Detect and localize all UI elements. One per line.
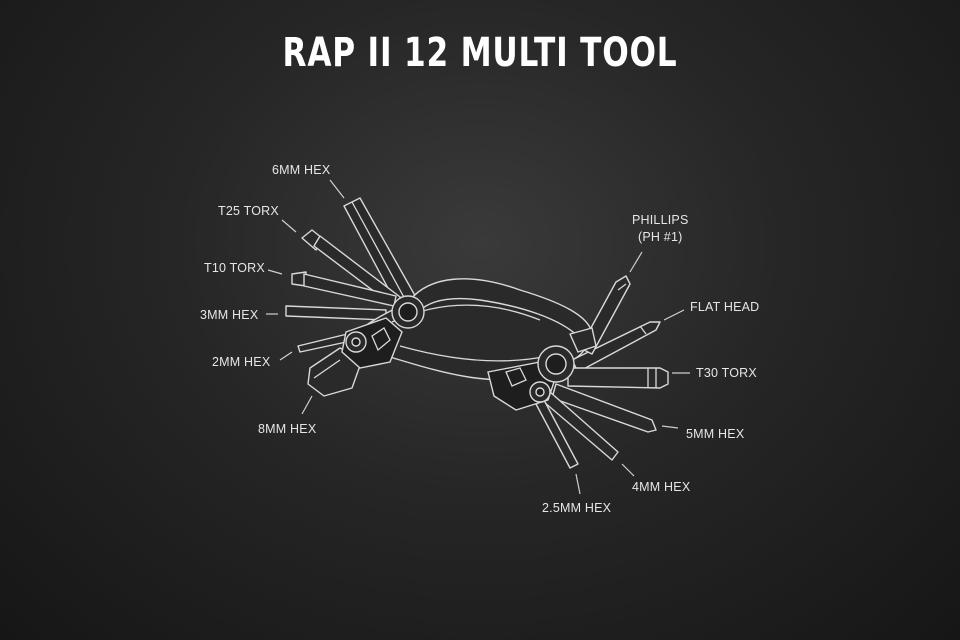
label-t25-torx: T25 TORX xyxy=(218,204,279,218)
label-flat-head: FLAT HEAD xyxy=(690,300,759,314)
leader-phillips xyxy=(629,251,643,273)
label-3mm-hex: 3MM HEX xyxy=(200,308,259,322)
leader-lines xyxy=(266,179,690,495)
label-5mm-hex: 5MM HEX xyxy=(686,427,745,441)
label-phillips: PHILLIPS xyxy=(632,213,689,227)
label-6mm-hex: 6MM HEX xyxy=(272,163,331,177)
label-t10-torx: T10 TORX xyxy=(204,261,265,275)
t25-torx-bit xyxy=(301,229,405,309)
label-phillips-size: (PH #1) xyxy=(638,230,682,244)
leader-t25-torx xyxy=(281,219,297,233)
label-8mm-hex: 8MM HEX xyxy=(258,422,317,436)
right-pivot xyxy=(487,327,597,411)
t30-torx-bit xyxy=(567,367,669,389)
left-pivot xyxy=(341,295,425,369)
label-4mm-hex: 4MM HEX xyxy=(632,480,691,494)
8mm-hex-key xyxy=(307,347,363,397)
label-2-5mm-hex: 2.5MM HEX xyxy=(542,501,612,515)
label-t30-torx: T30 TORX xyxy=(696,366,757,380)
3mm-hex-key xyxy=(285,305,387,321)
leader-2mm-hex xyxy=(279,351,293,361)
leader-2-5mm-hex xyxy=(575,473,581,495)
leader-8mm-hex xyxy=(301,395,313,415)
page-title: RAP II 12 MULTI TOOL xyxy=(282,30,678,76)
labels: 6MM HEX T25 TORX T10 TORX 3MM HEX 2MM HE… xyxy=(200,163,759,515)
leader-6mm-hex xyxy=(329,179,345,199)
multitool-illustration xyxy=(285,197,669,469)
label-2mm-hex: 2MM HEX xyxy=(212,355,271,369)
leader-flat-head xyxy=(663,309,685,321)
leader-t10-torx xyxy=(267,269,283,275)
leader-4mm-hex xyxy=(621,463,635,477)
leader-5mm-hex xyxy=(661,425,679,429)
